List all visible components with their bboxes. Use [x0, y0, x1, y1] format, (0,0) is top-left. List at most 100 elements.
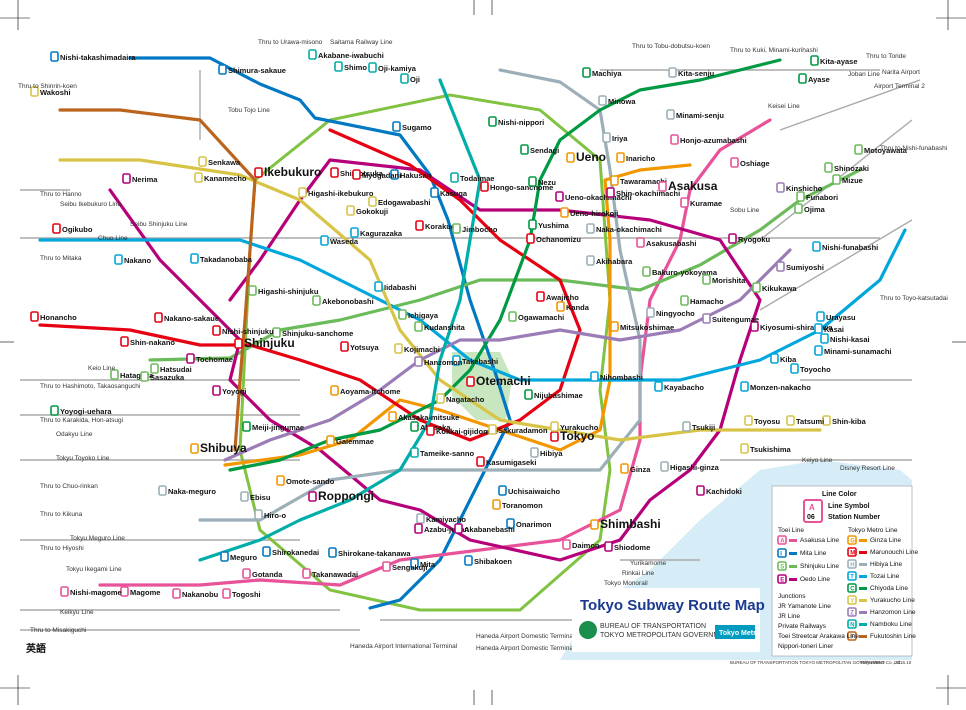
station-meiji-jingumae[interactable]: Meiji-jingumae	[242, 421, 304, 432]
station-higashi-ikebukuro[interactable]: Higashi-ikebukuro	[298, 187, 374, 198]
station-monzen-nakacho[interactable]: Monzen-nakacho	[740, 381, 811, 392]
station-awajicho[interactable]: Awajicho	[536, 291, 579, 302]
station-myogadani[interactable]: Myogadani	[352, 169, 401, 180]
station-sengakuji[interactable]: Sengakuji	[382, 561, 427, 572]
station-shinjuku-sanchome[interactable]: Shinjuku-sanchome	[272, 327, 353, 338]
station-kanda[interactable]: Kanda	[556, 301, 590, 312]
station-hatsudai[interactable]: Hatsudai	[150, 363, 192, 374]
station-urayasu[interactable]: Urayasu	[816, 311, 856, 322]
station-nishi-funabashi[interactable]: Nishi-funabashi	[812, 241, 878, 252]
station-korakuen[interactable]: Korakuen	[415, 220, 460, 231]
station-gokokuji[interactable]: Gokokuji	[346, 205, 388, 216]
station-kayabacho[interactable]: Kayabacho	[654, 381, 704, 392]
station-sasazuka[interactable]: Sasazuka	[140, 371, 185, 382]
station-yotsuya[interactable]: Yotsuya	[340, 341, 379, 352]
station-edogawabashi[interactable]: Edogawabashi	[368, 196, 431, 207]
station-iidabashi[interactable]: Iidabashi	[374, 281, 417, 292]
station-onarimon[interactable]: Onarimon	[506, 518, 552, 529]
station-minami-senju[interactable]: Minami-senju	[666, 109, 724, 120]
station-hongo-sanchome[interactable]: Hongo-sanchome	[480, 181, 553, 192]
station-meguro[interactable]: Meguro	[220, 551, 258, 562]
station-nakano-sakaue[interactable]: Nakano-sakaue	[154, 312, 219, 323]
station-kita-ayase[interactable]: Kita-ayase	[810, 55, 858, 66]
station-takanawadai[interactable]: Takanawadai	[302, 568, 358, 579]
station-mitsukoshimae[interactable]: Mitsukoshimae	[610, 321, 674, 332]
station-shibakoen[interactable]: Shibakoen	[464, 555, 512, 566]
station-kiyosumi-shirakawa[interactable]: Kiyosumi-shirakawa	[750, 321, 833, 332]
station-hibiya[interactable]: Hibiya	[530, 447, 563, 458]
station-ningyocho[interactable]: Ningyocho	[646, 307, 695, 318]
station-shinozaki[interactable]: Shinozaki	[824, 162, 869, 173]
station-tsukishima[interactable]: Tsukishima	[740, 443, 792, 454]
station-toyocho[interactable]: Toyocho	[790, 363, 831, 374]
station-ogawamachi[interactable]: Ogawamachi	[508, 311, 564, 322]
station-machiya[interactable]: Machiya	[582, 67, 622, 78]
station-asakusabashi[interactable]: Asakusabashi	[636, 237, 696, 248]
station-jimbocho[interactable]: Jimbocho	[452, 223, 498, 234]
station-roppongi[interactable]: Roppongi	[308, 489, 374, 503]
station-hiro-o[interactable]: Hiro-o	[254, 509, 286, 520]
station-shiodome[interactable]: Shiodome	[604, 541, 650, 552]
station-naka-meguro[interactable]: Naka-meguro	[158, 485, 216, 496]
station-ginza[interactable]: Ginza	[620, 463, 651, 474]
station-shirokanedai[interactable]: Shirokanedai	[262, 546, 319, 557]
station-kamiyacho[interactable]: Kamiyacho	[416, 513, 466, 524]
station-kanamecho[interactable]: Kanamecho	[194, 172, 247, 183]
station-minowa[interactable]: Minowa	[598, 95, 636, 106]
station-nishi-takashimadaira[interactable]: Nishi-takashimadaira	[50, 51, 136, 62]
station-ogikubo[interactable]: Ogikubo	[52, 223, 93, 234]
station-ochanomizu[interactable]: Ochanomizu	[526, 233, 581, 244]
station-nijubashimae[interactable]: Nijubashimae	[524, 389, 583, 400]
station-kiba[interactable]: Kiba	[770, 353, 797, 364]
station-shinjuku[interactable]: Shinjuku	[234, 336, 295, 350]
station-naka-okachimachi[interactable]: Naka-okachimachi	[586, 223, 662, 234]
station-iriya[interactable]: Iriya	[602, 132, 628, 143]
station-nishi-shinjuku[interactable]: Nishi-shinjuku	[212, 325, 274, 336]
station-tsukiji[interactable]: Tsukiji	[682, 421, 715, 432]
station-kachidoki[interactable]: Kachidoki	[696, 485, 742, 496]
station-mita[interactable]: Mita	[410, 558, 436, 569]
station-senkawa[interactable]: Senkawa	[198, 156, 241, 167]
station-tameike-sanno[interactable]: Tameike-sanno	[410, 447, 474, 458]
station-asakusa[interactable]: Asakusa	[658, 179, 718, 193]
station-kinshicho[interactable]: Kinshicho	[776, 182, 823, 193]
station-suitengumae[interactable]: Suitengumae	[702, 313, 759, 324]
station-akasaka[interactable]: Akasaka	[410, 421, 451, 432]
station-tokyo[interactable]: Tokyo	[550, 429, 594, 443]
station-shimura-sakaue[interactable]: Shimura-sakaue	[218, 64, 286, 75]
station-yushima[interactable]: Yushima	[528, 219, 570, 230]
station-nishi-nippori[interactable]: Nishi-nippori	[488, 116, 544, 127]
station-akabane-iwabuchi[interactable]: Akabane-iwabuchi	[308, 49, 384, 60]
station-morishita[interactable]: Morishita	[702, 274, 746, 285]
station-kojimachi[interactable]: Kojimachi	[394, 343, 440, 354]
station-akasaka-mitsuke[interactable]: Akasaka-mitsuke	[388, 411, 459, 422]
station-yoyogi-uehara[interactable]: Yoyogi-uehara	[50, 405, 112, 416]
station-sugamo[interactable]: Sugamo	[392, 121, 432, 132]
station-oji[interactable]: Oji	[400, 73, 420, 84]
station-higashi-ginza[interactable]: Higashi-ginza	[660, 461, 720, 472]
station-nagatacho[interactable]: Nagatacho	[436, 393, 485, 404]
station-kasai[interactable]: Kasai	[814, 323, 844, 334]
station-nihombashi[interactable]: Nihombashi	[590, 371, 643, 382]
station-omote-sando[interactable]: Omote-sando	[276, 475, 335, 486]
station-akabanebashi[interactable]: Akabanebashi	[454, 523, 515, 534]
station-ryogoku[interactable]: Ryogoku	[728, 233, 771, 244]
station-ojima[interactable]: Ojima	[794, 203, 826, 214]
station-ueno-hirokoji[interactable]: Ueno-hirokoji	[560, 207, 618, 218]
station-togoshi[interactable]: Togoshi	[222, 588, 261, 599]
station-ichigaya[interactable]: Ichigaya	[398, 309, 439, 320]
station-otemachi[interactable]: Otemachi	[466, 374, 531, 388]
station-uchisaiwaicho[interactable]: Uchisaiwaicho	[498, 485, 561, 496]
station-kita-senju[interactable]: Kita-senju	[668, 67, 715, 78]
station-shin-otsuka[interactable]: Shin-otsuka	[330, 167, 384, 178]
station-takebashi[interactable]: Takebashi	[452, 355, 498, 366]
station-shimo[interactable]: Shimo	[334, 61, 367, 72]
station-toyosu[interactable]: Toyosu	[744, 415, 781, 426]
station-tochomae[interactable]: Tochomae	[186, 353, 233, 364]
station-hakusan[interactable]: Hakusan	[390, 169, 432, 180]
station-mizue[interactable]: Mizue	[832, 174, 863, 185]
station-gaiemmae[interactable]: Gaiemmae	[326, 435, 374, 446]
station-sumiyoshi[interactable]: Sumiyoshi	[776, 261, 824, 272]
station-azabu-juban[interactable]: Azabu-juban	[414, 523, 469, 534]
station-akihabara[interactable]: Akihabara	[586, 255, 633, 266]
